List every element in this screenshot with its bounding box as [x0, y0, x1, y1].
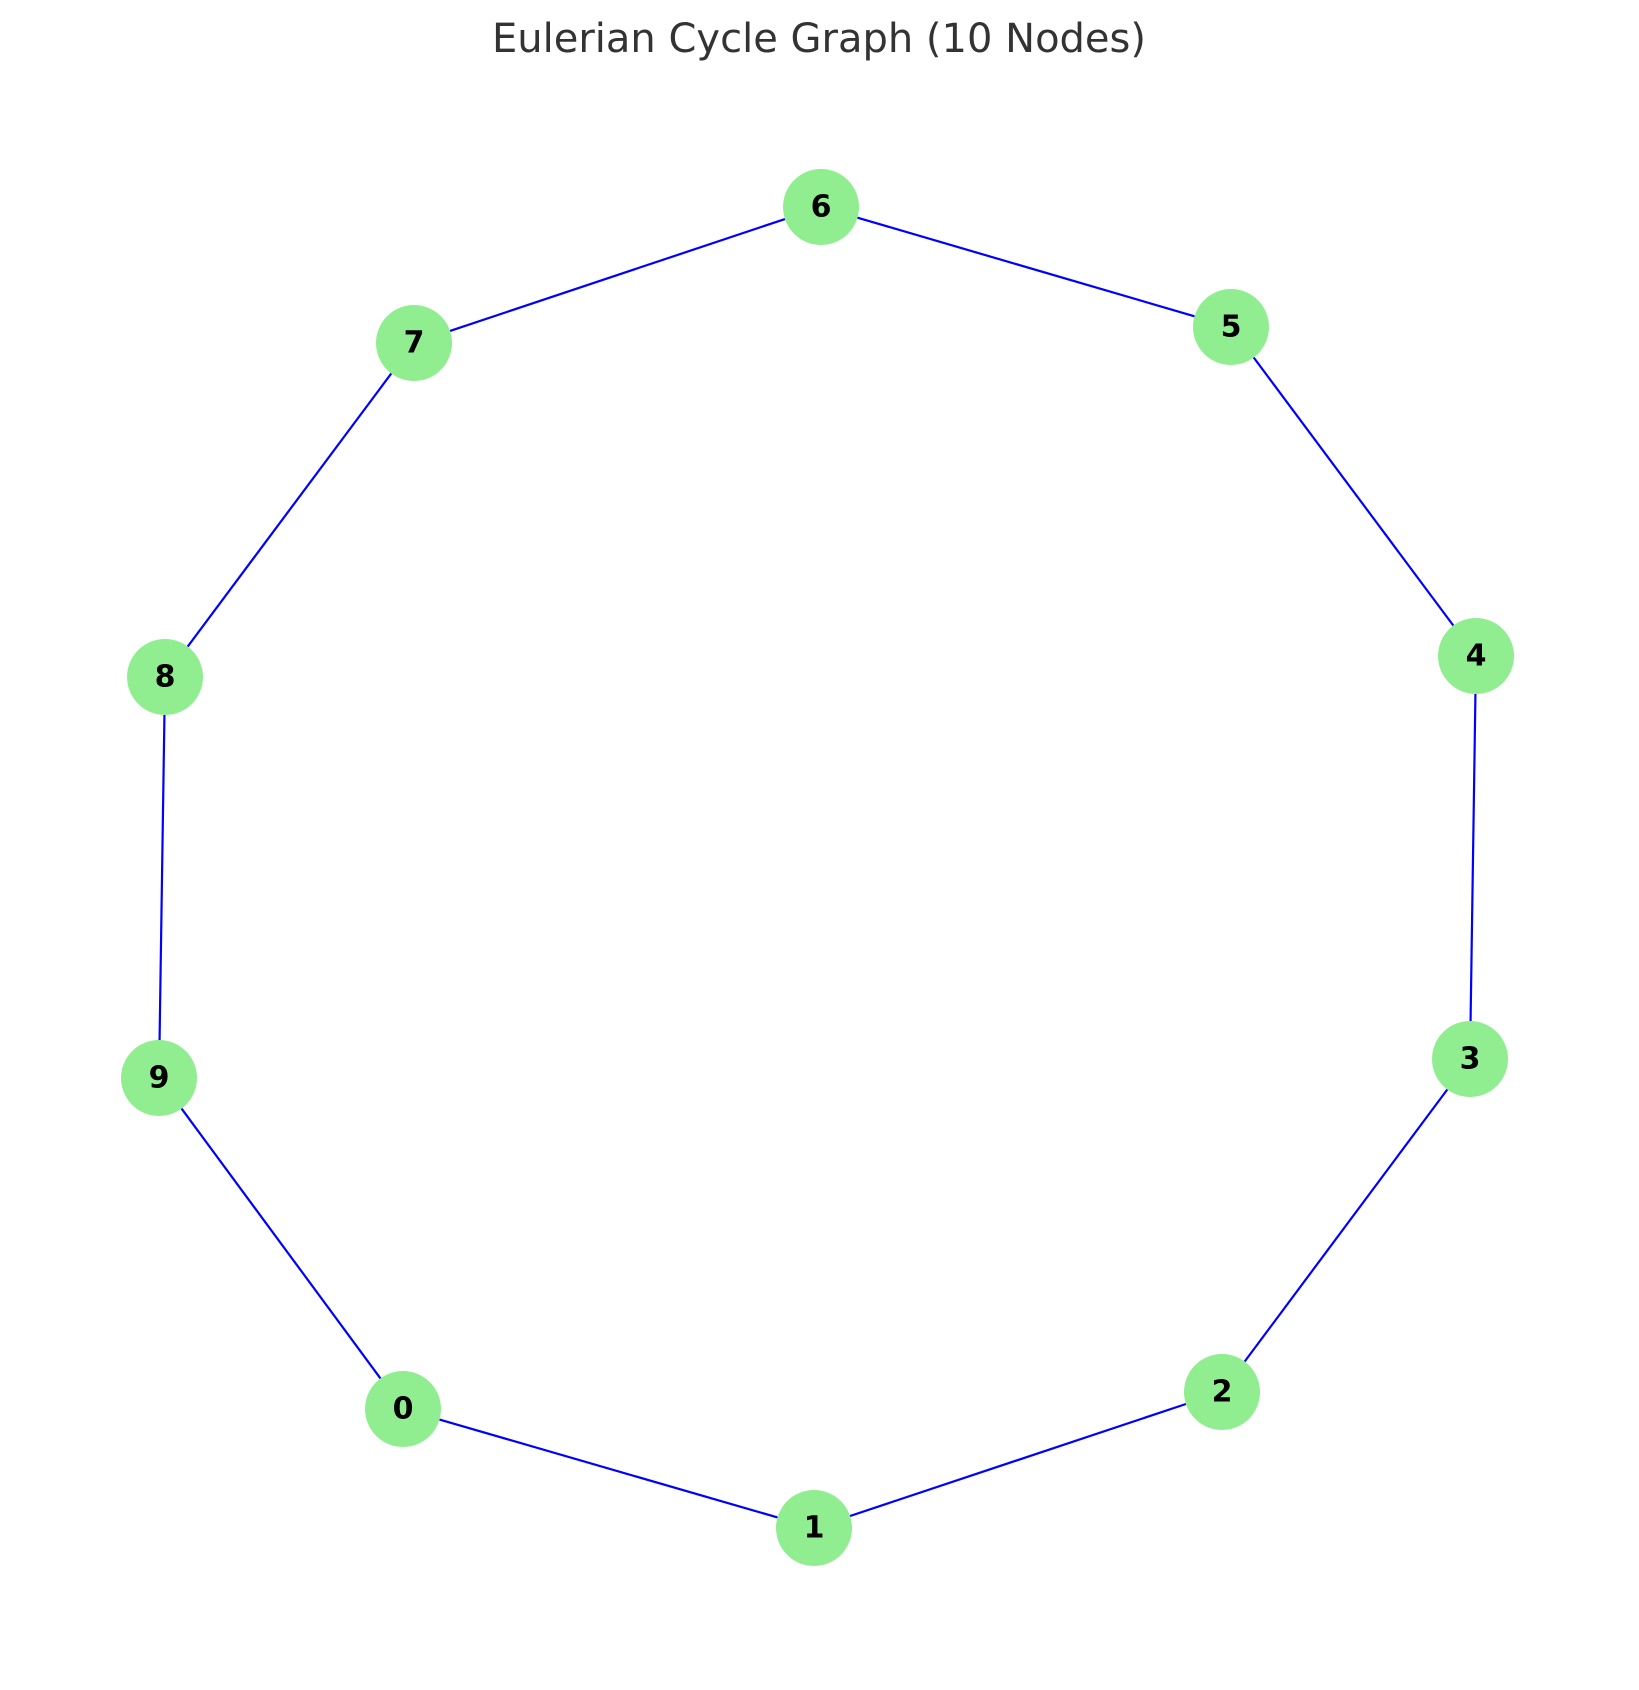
node-circle — [776, 1490, 852, 1566]
node-label: 4 — [1466, 639, 1487, 674]
graph-node-1: 1 — [776, 1490, 852, 1566]
graph-node-7: 7 — [376, 305, 452, 381]
graph-node-3: 3 — [1432, 1021, 1508, 1097]
edge-9-0 — [180, 1107, 382, 1380]
edge-4-5 — [1252, 356, 1455, 627]
node-label: 5 — [1221, 310, 1242, 345]
node-label: 3 — [1460, 1042, 1481, 1077]
node-circle — [783, 169, 859, 245]
edge-2-3 — [1243, 1088, 1449, 1363]
graph-node-9: 9 — [121, 1040, 197, 1116]
node-circle — [365, 1371, 441, 1447]
node-circle — [1438, 618, 1514, 694]
node-circle — [121, 1040, 197, 1116]
node-circle — [1432, 1021, 1508, 1097]
node-circle — [1184, 1354, 1260, 1430]
graph-node-5: 5 — [1193, 289, 1269, 365]
node-label: 1 — [804, 1511, 825, 1546]
edge-6-7 — [449, 217, 786, 333]
nodes-layer: 0 1 2 3 4 5 6 7 8 9 — [121, 169, 1514, 1566]
graph-title: Eulerian Cycle Graph (10 Nodes) — [492, 16, 1146, 62]
node-label: 9 — [149, 1061, 170, 1096]
edge-1-2 — [849, 1402, 1187, 1518]
graph-node-2: 2 — [1184, 1354, 1260, 1430]
graph-node-0: 0 — [365, 1371, 441, 1447]
edge-0-1 — [439, 1418, 778, 1519]
node-label: 2 — [1212, 1375, 1233, 1410]
node-circle — [1193, 289, 1269, 365]
edge-3-4 — [1469, 693, 1477, 1022]
node-label: 0 — [393, 1392, 414, 1427]
edge-5-6 — [857, 216, 1195, 318]
graph-node-6: 6 — [783, 169, 859, 245]
edges-layer — [158, 216, 1477, 1519]
node-circle — [127, 639, 203, 715]
graph-node-8: 8 — [127, 639, 203, 715]
graph-node-4: 4 — [1438, 618, 1514, 694]
node-circle — [376, 305, 452, 381]
node-label: 8 — [155, 660, 176, 695]
node-label: 6 — [811, 190, 832, 225]
edge-8-9 — [158, 714, 166, 1041]
node-label: 7 — [404, 326, 425, 361]
edge-7-8 — [186, 372, 393, 648]
